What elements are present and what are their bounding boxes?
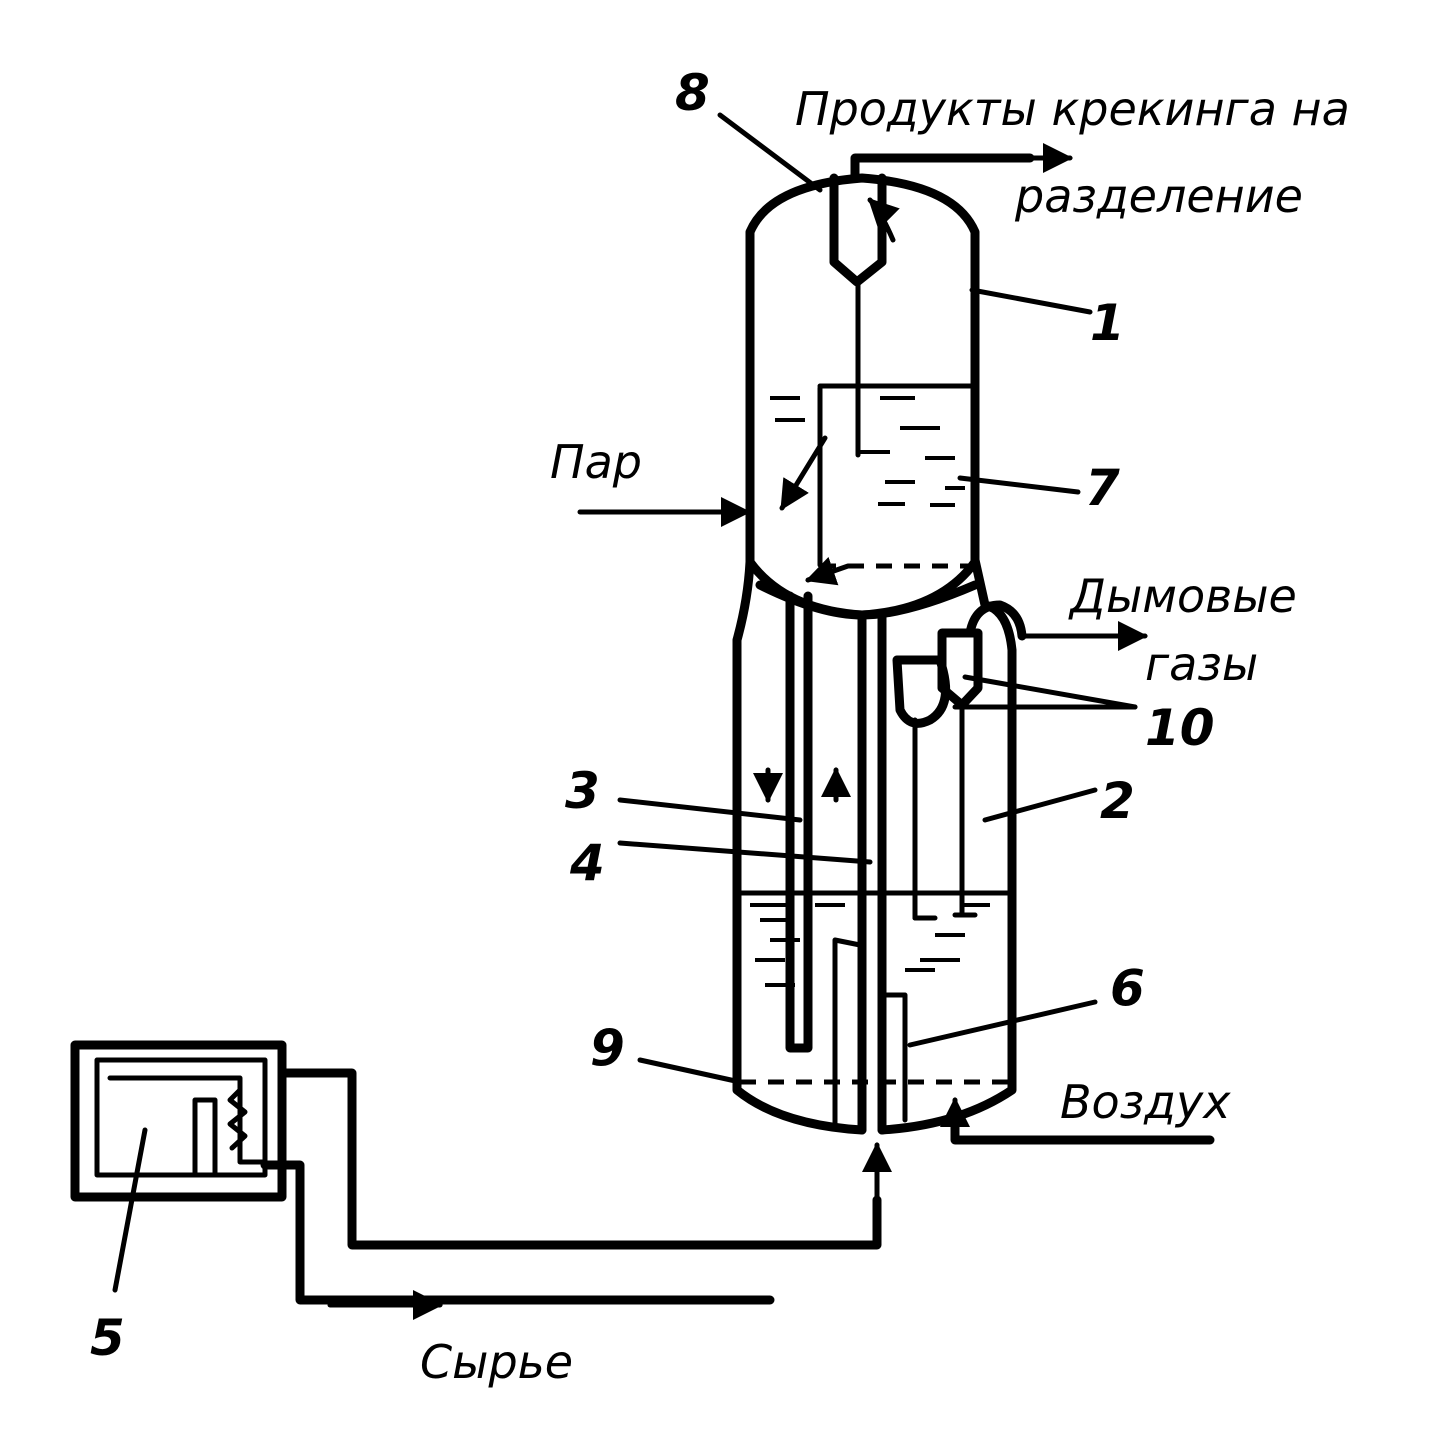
products-outlet	[850, 153, 1035, 183]
label-3: 3	[565, 762, 600, 820]
steam-label: Пар	[550, 435, 642, 489]
furnace-coil-zigzag	[227, 1087, 248, 1151]
cracking-products-label: Продукты крекинга на	[795, 82, 1350, 136]
overflow-arrow	[779, 435, 828, 511]
air-label: Воздух	[1060, 1075, 1231, 1129]
baffle-right-6	[882, 992, 908, 1123]
flue-gases-label-2: газы	[1145, 637, 1258, 691]
transfer-line-3	[785, 591, 813, 1053]
label-4: 4	[569, 834, 605, 892]
heated-feed-line	[277, 1068, 882, 1250]
separation-label: разделение	[1014, 169, 1303, 223]
furnace-outer	[70, 1040, 287, 1202]
flue-gases-label-1: Дымовые	[1068, 569, 1297, 623]
cyclone-10b	[937, 628, 983, 710]
cyclone-8-swirl	[867, 197, 900, 243]
label-1: 1	[1090, 294, 1125, 352]
furnace-coil-line	[107, 1075, 268, 1165]
furnace-partition	[192, 1097, 218, 1178]
label-9: 9	[590, 1019, 625, 1077]
baffle-left	[832, 937, 863, 1128]
cyclone-8	[829, 173, 887, 287]
return-arrow	[805, 556, 851, 586]
feed-line	[260, 1160, 775, 1305]
transfer-line-4	[857, 611, 887, 1135]
furnace-inner	[94, 1057, 268, 1178]
feed-label: Сырье	[420, 1335, 573, 1389]
label-8: 8	[675, 64, 710, 122]
label-6: 6	[1110, 959, 1145, 1017]
label-2: 2	[1100, 772, 1135, 830]
reactor-liquid-marks	[770, 396, 965, 507]
regenerator-vessel	[732, 555, 1017, 1135]
label-7: 7	[1085, 459, 1120, 517]
leader-lines	[112, 112, 1138, 1293]
label-5: 5	[90, 1309, 125, 1367]
flue-gas-duct	[965, 600, 1027, 641]
regenerator-liquid-marks	[750, 903, 990, 987]
label-10: 10	[1145, 699, 1215, 757]
